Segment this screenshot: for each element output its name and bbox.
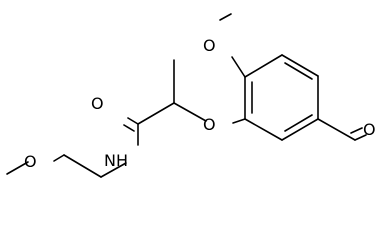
bond-ring-c4-cho	[317, 118, 356, 141]
bond-o-ether-ch	[173, 102, 207, 122]
bond-ring-inner-1	[284, 62, 313, 80]
atom-nh: NH	[104, 151, 128, 170]
molecule-drawing: O O O O NH O	[6, 13, 376, 178]
bond-ring-c4-c5	[281, 118, 319, 141]
bond-cho-o-1	[354, 134, 367, 141]
bond-ch2-o-chain	[53, 154, 65, 162]
bond-ring-c6-o-ether	[232, 118, 246, 124]
atom-o-ether: O	[203, 115, 216, 134]
bond-o-ring-c1	[231, 56, 246, 78]
bond-carbonyl-o-1	[127, 117, 139, 125]
atom-o-chain: O	[24, 152, 37, 171]
atom-labels: O O O O NH O	[24, 36, 376, 171]
bond-methyl-o-ring	[219, 13, 232, 21]
bond-carbonyl-o-2	[123, 124, 135, 132]
bond-ring-c5-c6	[244, 118, 283, 141]
bond-ring-c2-c3	[281, 54, 319, 77]
bond-o-chain-methyl	[6, 161, 29, 175]
bond-cho-o-2	[350, 127, 363, 134]
bond-ch2-ch2	[63, 154, 102, 178]
atom-o-methoxy-ring: O	[203, 36, 216, 55]
bonds	[6, 13, 367, 178]
bond-ring-c1-c2	[244, 54, 283, 78]
bond-n-ch2	[100, 162, 127, 178]
bond-ring-inner-2	[284, 114, 313, 132]
atom-o-aldehyde: O	[363, 120, 376, 139]
bond-ch-carbonyl	[137, 102, 175, 125]
atom-o-carbonyl: O	[91, 94, 104, 113]
structure-canvas: O O O O NH O	[6, 13, 376, 178]
